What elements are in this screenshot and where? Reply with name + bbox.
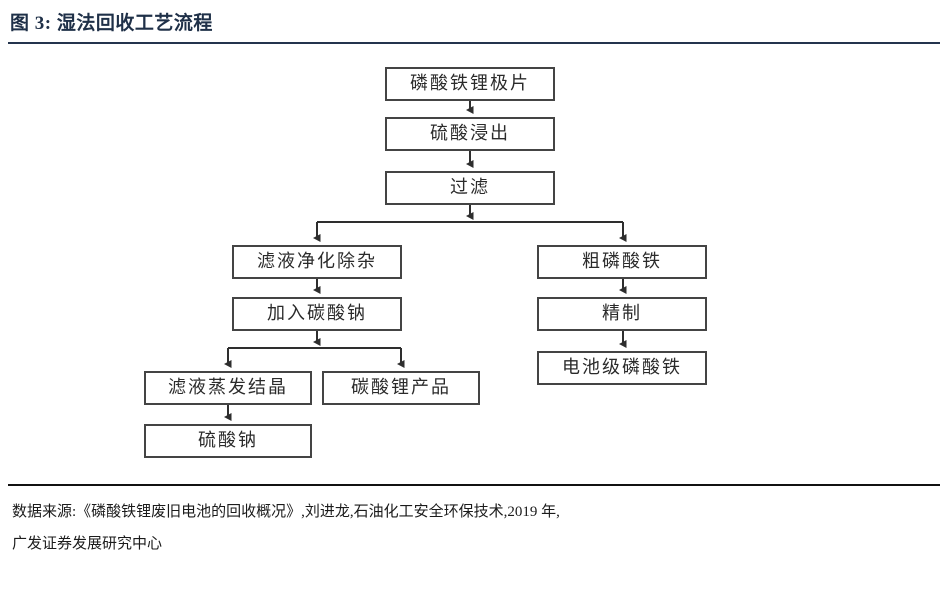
node-label: 加入碳酸钠 <box>267 303 367 323</box>
node-box <box>322 371 480 405</box>
node-sulfuric-leaching[interactable]: 硫酸浸出 <box>385 117 555 151</box>
node-label: 磷酸铁锂极片 <box>410 73 530 93</box>
node-box <box>537 297 707 331</box>
flowchart-svg: 磷酸铁锂极片 硫酸浸出 过滤 滤液净化除杂 粗磷酸铁 加入碳酸钠 <box>144 67 707 458</box>
node-box <box>232 245 402 279</box>
footer-divider <box>8 484 940 486</box>
node-label: 硫酸浸出 <box>430 123 510 143</box>
node-crude-iron-phosphate[interactable]: 粗磷酸铁 <box>537 245 707 279</box>
node-label: 碳酸锂产品 <box>351 377 451 397</box>
node-battery-grade-iron-phosphate[interactable]: 电池级磷酸铁 <box>537 351 707 385</box>
node-box <box>385 171 555 205</box>
node-box <box>537 351 707 385</box>
node-label: 硫酸钠 <box>198 430 258 450</box>
node-box <box>385 67 555 101</box>
flowchart-area: 磷酸铁锂极片 硫酸浸出 过滤 滤液净化除杂 粗磷酸铁 加入碳酸钠 <box>0 46 948 482</box>
node-filtration[interactable]: 过滤 <box>385 171 555 205</box>
header-divider <box>8 42 940 44</box>
node-label: 滤液净化除杂 <box>257 251 377 271</box>
figure-title: 图 3: 湿法回收工艺流程 <box>10 13 213 34</box>
node-lfp-electrode[interactable]: 磷酸铁锂极片 <box>385 67 555 101</box>
node-box <box>537 245 707 279</box>
node-add-sodium-carbonate[interactable]: 加入碳酸钠 <box>232 297 402 331</box>
node-sodium-sulfate[interactable]: 硫酸钠 <box>144 424 312 458</box>
source-note: 数据来源:《磷酸铁锂废旧电池的回收概况》,刘进龙,石油化工安全环保技术,2019… <box>12 496 932 560</box>
node-box <box>232 297 402 331</box>
source-line-2: 广发证券发展研究中心 <box>12 536 163 552</box>
node-label: 精制 <box>602 303 642 323</box>
node-label: 电池级磷酸铁 <box>562 357 682 377</box>
node-lithium-carbonate-product[interactable]: 碳酸锂产品 <box>322 371 480 405</box>
node-box <box>385 117 555 151</box>
node-box <box>144 424 312 458</box>
connector-group <box>224 100 627 421</box>
node-filtrate-purification[interactable]: 滤液净化除杂 <box>232 245 402 279</box>
node-box <box>144 371 312 405</box>
node-refining[interactable]: 精制 <box>537 297 707 331</box>
node-label: 粗磷酸铁 <box>582 251 662 271</box>
source-line-1: 数据来源:《磷酸铁锂废旧电池的回收概况》,刘进龙,石油化工安全环保技术,2019… <box>12 504 560 520</box>
node-filtrate-evaporation-crystallization[interactable]: 滤液蒸发结晶 <box>144 371 312 405</box>
node-label: 过滤 <box>450 177 490 197</box>
node-label: 滤液蒸发结晶 <box>168 377 288 397</box>
